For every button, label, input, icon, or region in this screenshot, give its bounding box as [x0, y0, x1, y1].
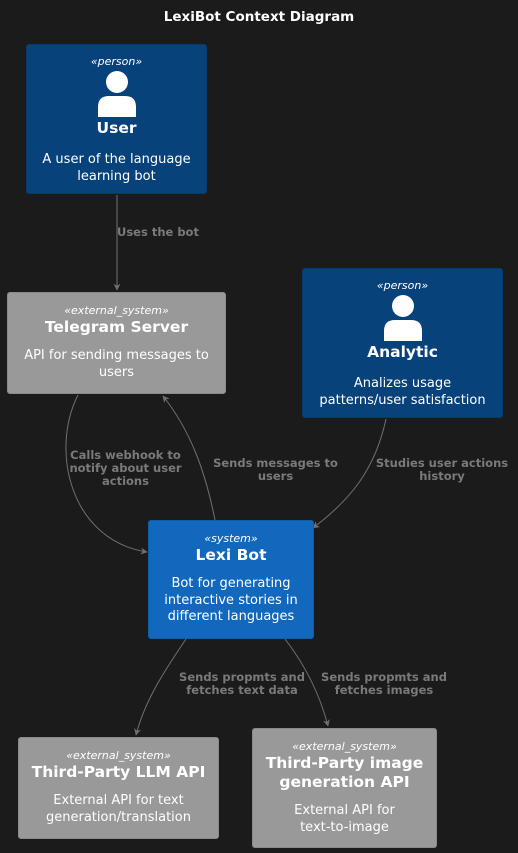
edge-label-line: notify about user	[69, 461, 182, 475]
node-lexibot-name: Lexi Bot	[195, 546, 267, 564]
edge-label-line: history	[419, 469, 465, 483]
edge-lexibot-to-image	[284, 638, 330, 727]
node-llm-desc-line: generation/translation	[46, 809, 191, 825]
node-analytic-stereotype: «person»	[376, 279, 429, 292]
node-analytic: «person» Analytic Analizes usage pattern…	[302, 268, 503, 418]
edge-label-line: fetches text data	[186, 683, 298, 697]
edge-label-text: Sends propmts and fetches text data	[166, 671, 318, 697]
edge-label-webhook: Calls webhook to notify about user actio…	[54, 449, 197, 488]
node-user: «person» User A user of the language lea…	[26, 44, 207, 194]
node-llm-stereotype: «external_system»	[66, 749, 171, 762]
diagram-title: LexiBot Context Diagram	[163, 9, 355, 25]
node-telegram-desc-line: API for sending messages to	[24, 348, 209, 363]
node-lexibot-desc-line: interactive stories in	[164, 592, 298, 608]
node-telegram-desc-line: users	[98, 364, 135, 380]
node-lexibot-stereotype: «system»	[204, 532, 258, 545]
node-telegram-server: «external_system» Telegram Server API fo…	[7, 292, 226, 394]
edge-label-line: Sends messages to	[213, 456, 338, 470]
node-image-stereotype: «external_system»	[292, 740, 397, 753]
node-telegram-name: Telegram Server	[44, 318, 189, 336]
node-image-desc-line: External API for	[294, 803, 395, 818]
edge-label-line: actions	[102, 474, 149, 488]
edge-label-line: Sends propmts and	[321, 670, 447, 684]
node-analytic-desc-line: Analizes usage	[353, 376, 452, 391]
edge-label-line: Studies user actions	[375, 456, 509, 470]
node-analytic-name: Analytic	[367, 343, 438, 361]
edge-label-line: Uses the bot	[117, 225, 199, 239]
node-llm-api: «external_system» Third-Party LLM API Ex…	[18, 737, 219, 839]
edge-lexibot-to-telegram	[162, 395, 216, 521]
node-llm-desc-line: External API for text	[53, 793, 184, 808]
node-lexibot-desc-line: Bot for generating	[171, 576, 291, 591]
edge-telegram-to-lexibot	[65, 394, 148, 555]
node-analytic-desc-line: patterns/user satisfaction	[319, 392, 486, 408]
person-icon	[383, 295, 422, 341]
edge-label-uses: Uses the bot	[117, 226, 199, 239]
edge-label-sends: Sends messages to users	[203, 457, 348, 483]
edge-lexibot-to-llm	[134, 638, 187, 736]
node-image-name-line: Third-Party image	[265, 754, 424, 772]
node-user-stereotype: «person»	[90, 55, 143, 68]
edge-label-studies: Studies user actions history	[368, 457, 516, 483]
node-user-name: User	[96, 119, 137, 137]
node-lexi-bot: «system» Lexi Bot Bot for generating int…	[148, 520, 314, 639]
edge-analytic-to-lexibot	[312, 418, 387, 529]
node-user-desc-line: learning bot	[77, 168, 156, 184]
node-image-api: «external_system» Third-Party image gene…	[252, 728, 437, 848]
node-user-desc-line: A user of the language	[42, 152, 191, 167]
edge-label-line: users	[257, 469, 294, 483]
edge-label-line: Calls webhook to	[70, 448, 181, 462]
node-image-name-line: generation API	[279, 773, 410, 791]
node-llm-name: Third-Party LLM API	[31, 763, 206, 781]
edge-label-images: Sends propmts and fetches images	[308, 671, 460, 697]
node-image-desc-line: text-to-image	[300, 819, 389, 835]
person-icon	[97, 71, 136, 117]
edge-label-line: Sends propmts and	[179, 670, 305, 684]
node-telegram-stereotype: «external_system»	[64, 304, 169, 317]
edge-label-line: fetches images	[334, 683, 434, 697]
node-lexibot-desc-line: different languages	[167, 609, 295, 624]
